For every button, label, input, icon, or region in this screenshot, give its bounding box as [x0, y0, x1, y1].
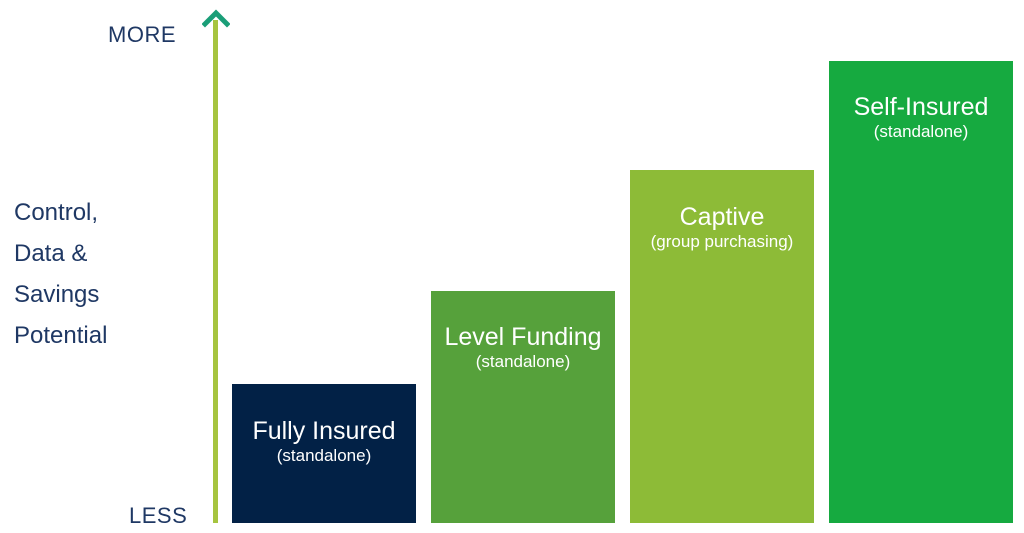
bar-subtitle: (standalone) [475, 352, 571, 371]
bar-fully-insured: Fully Insured (standalone) [232, 384, 416, 523]
y-label-line: Potential [14, 322, 108, 349]
arrow-up-icon [202, 9, 230, 28]
bar-subtitle: (group purchasing) [650, 232, 794, 251]
axis-bottom-label: LESS [129, 503, 188, 528]
bar-self-insured: Self-Insured (standalone) [829, 61, 1013, 523]
y-axis-label: Control, Data & Savings Potential [14, 192, 107, 356]
bar-level-funding: Level Funding (standalone) [431, 291, 615, 523]
y-label-line: Control, [14, 199, 99, 226]
bar-title: Captive [679, 203, 765, 231]
bar-subtitle: (standalone) [276, 446, 372, 465]
bar-title: Self-Insured [853, 93, 989, 121]
y-label-line: Data & [14, 240, 88, 267]
y-label-line: Savings [14, 281, 100, 308]
y-axis-arrow-line [213, 20, 218, 523]
bar-subtitle: (standalone) [873, 122, 969, 141]
bar-title: Fully Insured [252, 417, 396, 445]
bar-captive: Captive (group purchasing) [630, 170, 814, 523]
bar-title: Level Funding [444, 323, 602, 351]
axis-top-label: MORE [108, 22, 176, 47]
